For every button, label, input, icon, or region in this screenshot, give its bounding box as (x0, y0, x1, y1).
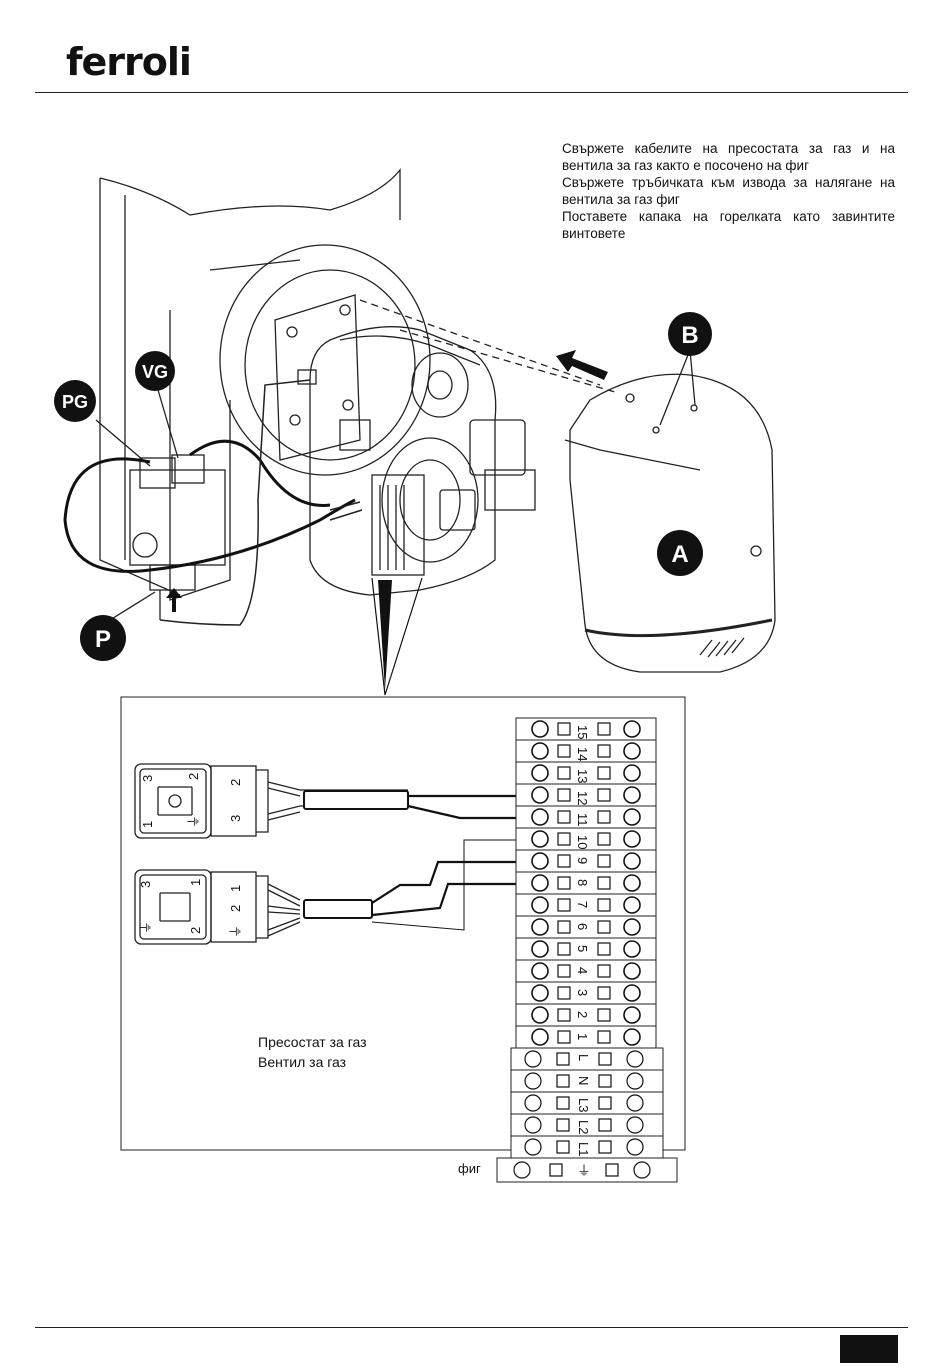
terminal-row: 9 (515, 849, 657, 873)
ps-pin-2: 2 (228, 779, 243, 786)
instruction-3: Поставете капака на горелката като завин… (562, 209, 895, 241)
terminal-number: 9 (575, 857, 590, 864)
header-rule (35, 92, 908, 93)
terminal-row: 15 (515, 717, 657, 741)
terminal-number: 7 (575, 901, 590, 908)
legend-gas-valve: Вентил за газ (258, 1054, 347, 1070)
power-terminal-label: L2 (576, 1120, 591, 1134)
ps-pin-3: 3 (228, 815, 243, 822)
ps-face-1: 1 (140, 821, 155, 828)
ps-face-2: 2 (186, 773, 201, 780)
callout-pg: PG (54, 380, 96, 422)
valve-face-1: 1 (188, 879, 203, 886)
terminal-number: 5 (575, 945, 590, 952)
terminal-number: 4 (575, 967, 590, 974)
terminal-number: 10 (575, 835, 590, 849)
instruction-2: Свържете тръбичката към извода за наляга… (562, 175, 895, 207)
terminal-row: 7 (515, 893, 657, 917)
valve-pin-2: 2 (228, 905, 243, 912)
ps-face-ground: ⏚ (186, 815, 201, 828)
terminal-number: 13 (575, 769, 590, 783)
figure-caption: фиг (458, 1161, 481, 1176)
terminal-row: 3 (515, 981, 657, 1005)
terminal-row: 10 (515, 827, 657, 851)
terminal-number: 3 (575, 989, 590, 996)
svg-text:P: P (95, 626, 111, 653)
callout-vg: VG (135, 351, 175, 391)
valve-face-ground: ⏚ (138, 921, 153, 934)
valve-pin-1: 1 (228, 885, 243, 892)
terminal-row: 11 (515, 805, 657, 829)
terminal-number: 11 (575, 813, 590, 827)
power-terminal-row: L3 (510, 1091, 664, 1115)
valve-face-3: 3 (138, 881, 153, 888)
ground-symbol: ⏚ (577, 1163, 590, 1178)
terminal-number: 1 (575, 1033, 590, 1040)
pressure-switch-connector (134, 763, 408, 839)
power-terminal-label: L (576, 1054, 591, 1061)
power-terminal-label: L1 (576, 1142, 591, 1156)
callout-b: B (668, 312, 712, 356)
terminal-number: 6 (575, 923, 590, 930)
terminal-number: 14 (575, 747, 590, 761)
power-terminal-label: L3 (576, 1098, 591, 1112)
burner-illustration: VG PG P B A (54, 168, 776, 696)
terminal-row: 8 (515, 871, 657, 895)
svg-text:B: B (681, 322, 698, 349)
callout-a: A (657, 530, 703, 576)
callout-p: P (80, 615, 126, 661)
diagram-legend: Пресостат за газ Вентил за газ (258, 1032, 367, 1072)
svg-text:A: A (671, 541, 688, 568)
svg-text:VG: VG (142, 362, 168, 382)
terminal-row: 6 (515, 915, 657, 939)
terminal-row: 4 (515, 959, 657, 983)
valve-pin-ground: ⏚ (228, 925, 243, 938)
terminal-row: 5 (515, 937, 657, 961)
terminal-row: 13 (515, 761, 657, 785)
gas-valve-connector (134, 869, 301, 945)
page-number-box (840, 1335, 898, 1363)
terminal-number: 15 (575, 725, 590, 739)
terminal-row: 2 (515, 1003, 657, 1027)
footer-rule (35, 1327, 908, 1328)
ps-face-3: 3 (140, 775, 155, 782)
instruction-1: Свържете кабелите на пресостата за газ и… (562, 141, 895, 173)
power-terminal-label: N (576, 1076, 591, 1085)
terminal-number: 2 (575, 1011, 590, 1018)
power-terminal-row: L2 (510, 1113, 664, 1137)
valve-face-2: 2 (188, 927, 203, 934)
ferroli-logo: ferroli (66, 40, 192, 84)
terminal-row: 12 (515, 783, 657, 807)
svg-text:PG: PG (62, 392, 88, 412)
terminal-row: 14 (515, 739, 657, 763)
power-terminal-row: L (510, 1047, 664, 1071)
legend-pressure-switch: Пресостат за газ (258, 1034, 367, 1050)
terminal-number: 12 (575, 791, 590, 805)
power-terminal-row: L1 (510, 1135, 664, 1159)
ground-terminal-row: ⏚ (496, 1157, 678, 1183)
power-terminal-row: N (510, 1069, 664, 1093)
terminal-row: 1 (515, 1025, 657, 1049)
terminal-number: 8 (575, 879, 590, 886)
instructions-text: Свържете кабелите на пресостата за газ и… (562, 140, 895, 242)
